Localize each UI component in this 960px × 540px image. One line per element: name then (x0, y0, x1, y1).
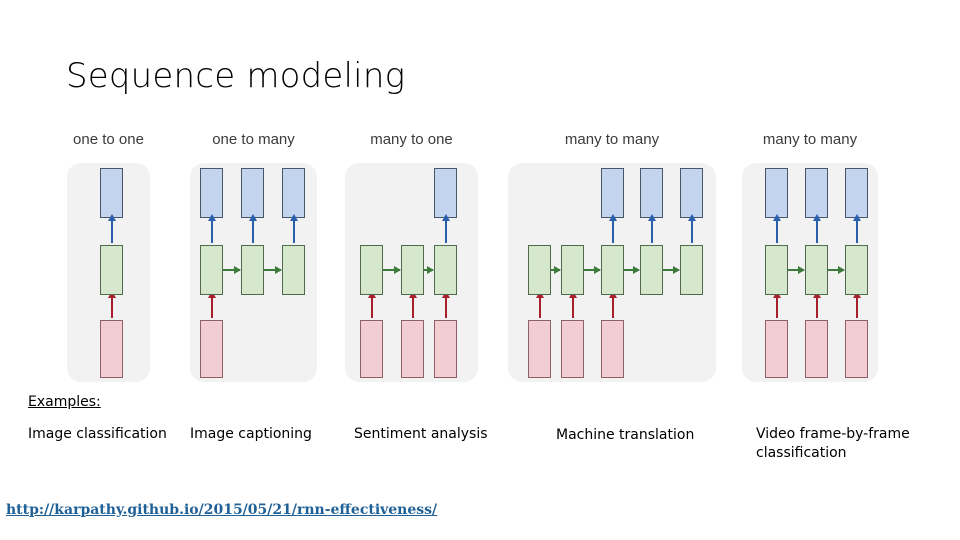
panel-one-to-many: one to many (190, 131, 317, 382)
input-cell (561, 320, 584, 378)
panel-label-many-to-one: many to one (370, 131, 453, 148)
output-cell (805, 168, 828, 218)
example-label-2: Sentiment analysis (354, 426, 488, 442)
output-cell (845, 168, 868, 218)
panel-many-to-one: many to one (345, 131, 478, 382)
example-label-1: Image captioning (190, 426, 312, 442)
hidden-cell (200, 245, 223, 295)
input-cell (401, 320, 424, 378)
input-cell (100, 320, 123, 378)
hidden-cell (528, 245, 551, 295)
output-cell (765, 168, 788, 218)
example-label-3: Machine translation (556, 427, 695, 443)
input-cell (200, 320, 223, 378)
hidden-cell (805, 245, 828, 295)
hidden-cell (401, 245, 424, 295)
panel-many-to-many-synced: many to many (742, 131, 878, 382)
hidden-cell (360, 245, 383, 295)
hidden-cell (845, 245, 868, 295)
examples-heading: Examples: (28, 394, 101, 410)
input-cell (805, 320, 828, 378)
example-label-4: Video frame-by-frame classification (756, 426, 910, 461)
input-cell (528, 320, 551, 378)
panel-label-many-to-many-seq2seq: many to many (564, 131, 660, 148)
panel-many-to-many-seq2seq: many to many (508, 131, 716, 382)
hidden-cell (241, 245, 264, 295)
hidden-cell (765, 245, 788, 295)
panel-label-many-to-many-synced: many to many (762, 131, 858, 148)
input-cell (360, 320, 383, 378)
sequence-modeling-diagram: one to one one to many many to one many to … (67, 131, 878, 382)
page-title: Sequence modeling (66, 56, 406, 96)
hidden-cell (434, 245, 457, 295)
hidden-cell (561, 245, 584, 295)
input-cell (434, 320, 457, 378)
example-label-0: Image classification (28, 426, 167, 442)
panel-label-one-to-one: one to one (73, 131, 144, 148)
hidden-cell (680, 245, 703, 295)
input-cell (765, 320, 788, 378)
source-url-link[interactable]: http://karpathy.github.io/2015/05/21/rnn… (6, 502, 438, 518)
input-cell (601, 320, 624, 378)
hidden-cell (601, 245, 624, 295)
panel-label-one-to-many: one to many (212, 131, 295, 148)
hidden-cell (100, 245, 123, 295)
hidden-cell (282, 245, 305, 295)
hidden-cell (640, 245, 663, 295)
input-cell (845, 320, 868, 378)
panel-one-to-one: one to one (67, 131, 150, 382)
